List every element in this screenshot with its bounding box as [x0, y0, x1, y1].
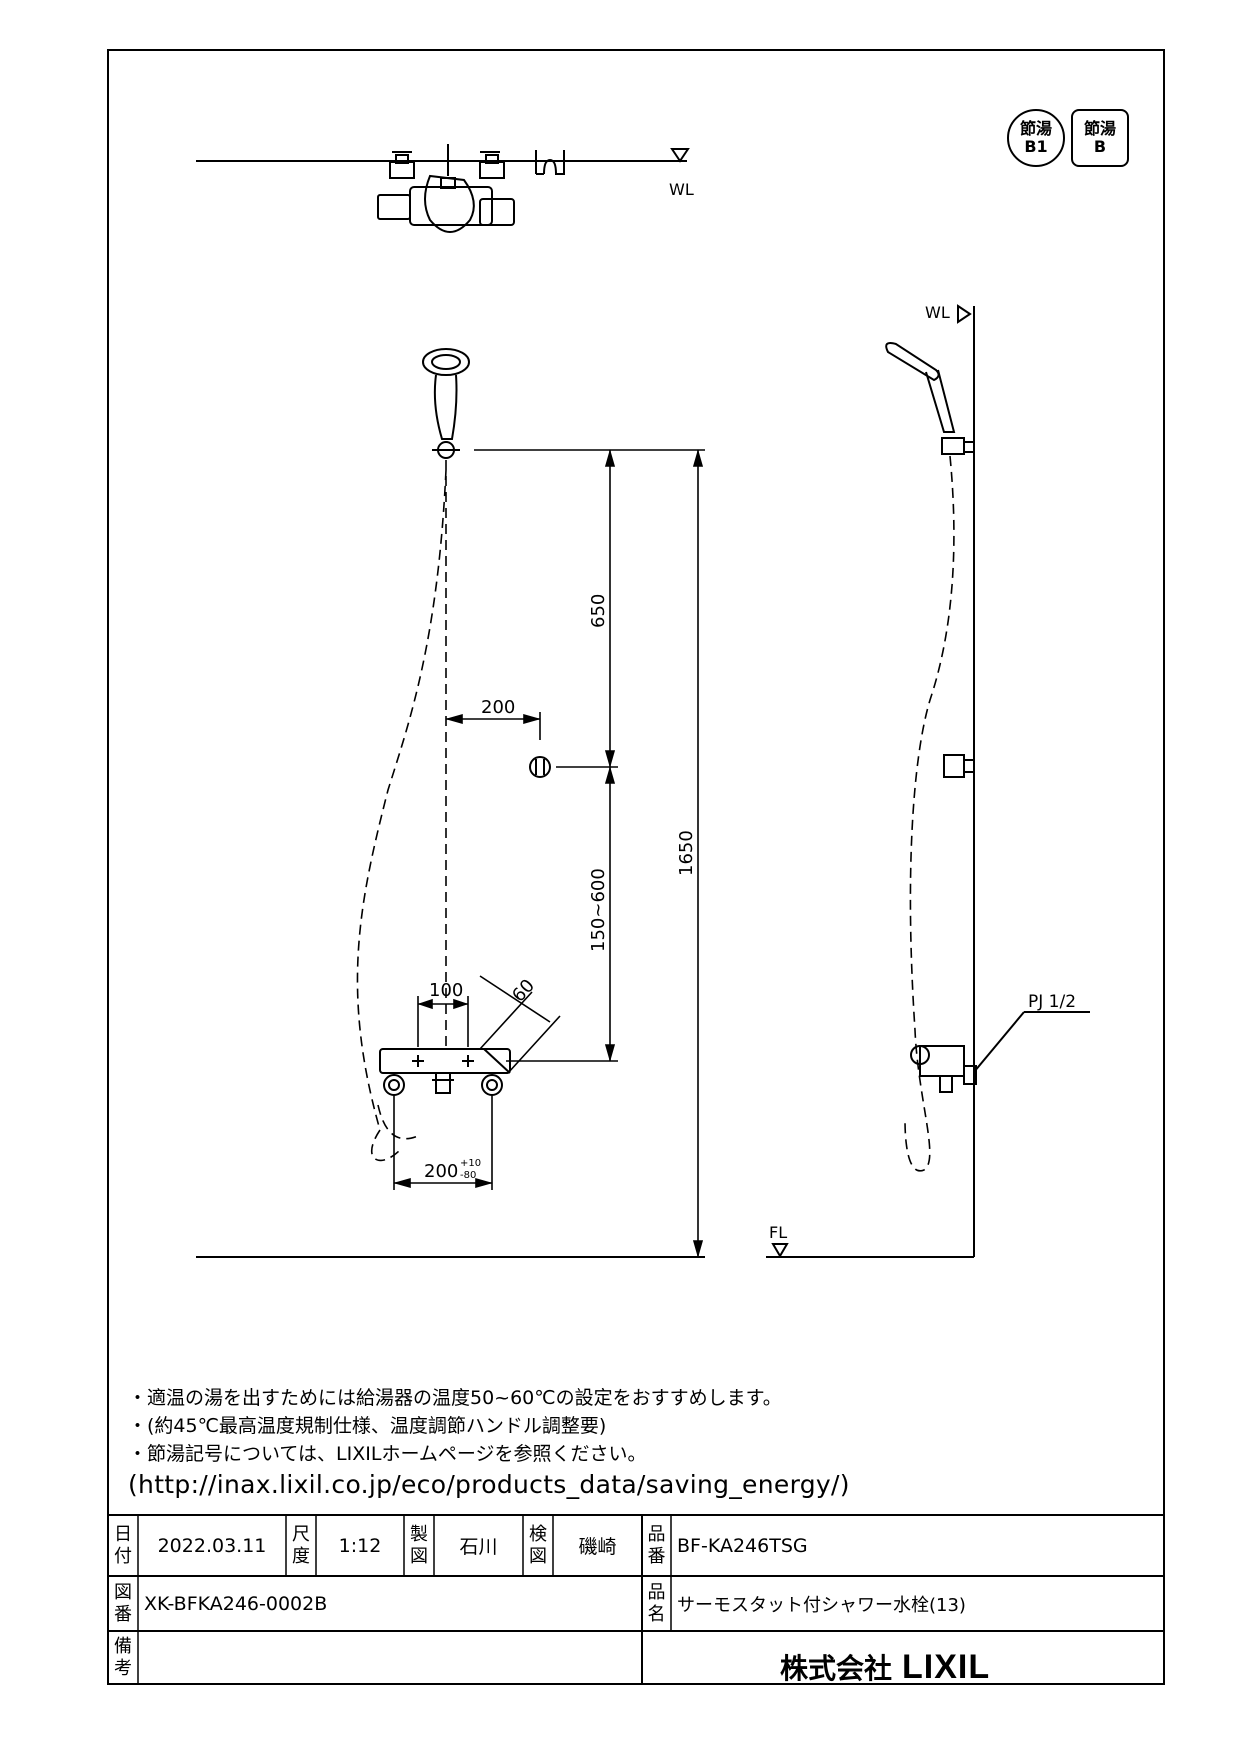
title-block-grid [108, 1514, 1164, 1684]
note-line-1: ・適温の湯を出すためには給湯器の温度50~60℃の設定をおすすめします。 [128, 1387, 782, 1409]
wl-top-marker [670, 148, 690, 163]
fl-marker [771, 1243, 789, 1258]
pipe-label: PJ 1/2 [1028, 992, 1076, 1012]
scale-label-top: 尺 [292, 1523, 310, 1545]
note-line-2: ・(約45℃最高温度規制仕様、温度調節ハンドル調整要) [128, 1415, 607, 1437]
name-label-bottom: 名 [647, 1603, 666, 1625]
company-logo: 株式会社 LIXIL [780, 1646, 1030, 1688]
pn-label-bottom: 番 [647, 1545, 666, 1567]
sheet-frame [107, 49, 1165, 1685]
date-value: 2022.03.11 [157, 1534, 267, 1557]
faucet-body-outline [379, 1048, 511, 1074]
wl-side-label: WL [925, 303, 950, 322]
check-label-bottom: 図 [529, 1545, 547, 1567]
dim-200-top: 200 [481, 697, 515, 718]
company-name-en: LIXIL [902, 1647, 991, 1686]
name-label-top: 品 [647, 1581, 666, 1603]
remarks-label-bottom: 考 [114, 1657, 132, 1679]
checked-by-value: 磯崎 [578, 1536, 617, 1558]
dwg-label-top: 図 [114, 1581, 132, 1603]
top-view [196, 144, 690, 233]
dim-1650: 1650 [676, 830, 697, 876]
shower-head-outline [422, 348, 470, 376]
dim-60: 60 [508, 975, 539, 1006]
dim-tol-plus: +10 [460, 1158, 481, 1169]
hook-symbol [529, 756, 551, 778]
date-label-bottom: 付 [114, 1545, 132, 1567]
fl-label: FL [769, 1223, 787, 1242]
scale-value: 1:12 [338, 1534, 382, 1557]
product-name-label: 品名 [642, 1576, 671, 1631]
scale-label-bottom: 度 [292, 1545, 310, 1567]
notes-block: ・適温の湯を出すためには給湯器の温度50~60℃の設定をおすすめします。 ・(約… [128, 1384, 1028, 1502]
check-label-top: 検 [529, 1523, 547, 1545]
badge-b-bottom-text: B [1093, 137, 1107, 156]
remarks-label-top: 備 [114, 1635, 132, 1657]
front-view [356, 348, 551, 1162]
remarks-label: 備考 [108, 1631, 138, 1684]
dim-650: 650 [588, 594, 609, 628]
badge-b-top-text: 節湯 [1083, 119, 1116, 138]
dim-tol-minus: -80 [460, 1170, 476, 1181]
dimension-lines [196, 449, 705, 1258]
product-name-value: サーモスタット付シャワー水栓(13) [677, 1594, 966, 1616]
dim-200-bottom: 200 [424, 1161, 458, 1182]
check-label: 検図 [523, 1515, 553, 1576]
water-saving-badge-b1: 節湯 B1 [1007, 109, 1065, 167]
hose-dashed-path [356, 469, 447, 1131]
dim-100: 100 [429, 980, 463, 1001]
badge-b1-top-text: 節湯 [1019, 119, 1052, 138]
drawn-label-bottom: 図 [410, 1545, 428, 1567]
water-saving-badge-b: 節湯 B [1071, 109, 1129, 167]
date-label: 日付 [108, 1515, 138, 1576]
drawn-by-value: 石川 [459, 1536, 498, 1558]
wl-top-label: WL [669, 180, 694, 199]
note-line-3: ・節湯記号については、LIXILホームページを参照ください。 [128, 1443, 647, 1465]
side-view [766, 304, 1090, 1258]
dim-150-600: 150~600 [588, 868, 609, 952]
pn-label-top: 品 [647, 1523, 666, 1545]
drawing-number-value: XK-BFKA246-0002B [144, 1592, 328, 1615]
company-name-jp: 株式会社 [780, 1652, 893, 1685]
note-url: (http://inax.lixil.co.jp/eco/products_da… [128, 1470, 850, 1499]
drawn-label: 製図 [404, 1515, 434, 1576]
drawn-label-top: 製 [410, 1523, 428, 1545]
scale-label: 尺度 [286, 1515, 316, 1576]
product-number-value: BF-KA246TSG [677, 1534, 808, 1557]
wl-side-marker [957, 304, 972, 324]
badge-b1-bottom-text: B1 [1024, 137, 1048, 156]
dwg-label-bottom: 番 [114, 1603, 132, 1625]
date-label-top: 日 [114, 1523, 132, 1545]
drawing-number-label: 図番 [108, 1576, 138, 1631]
remarks-value [144, 1631, 634, 1684]
product-number-label: 品番 [642, 1515, 671, 1576]
